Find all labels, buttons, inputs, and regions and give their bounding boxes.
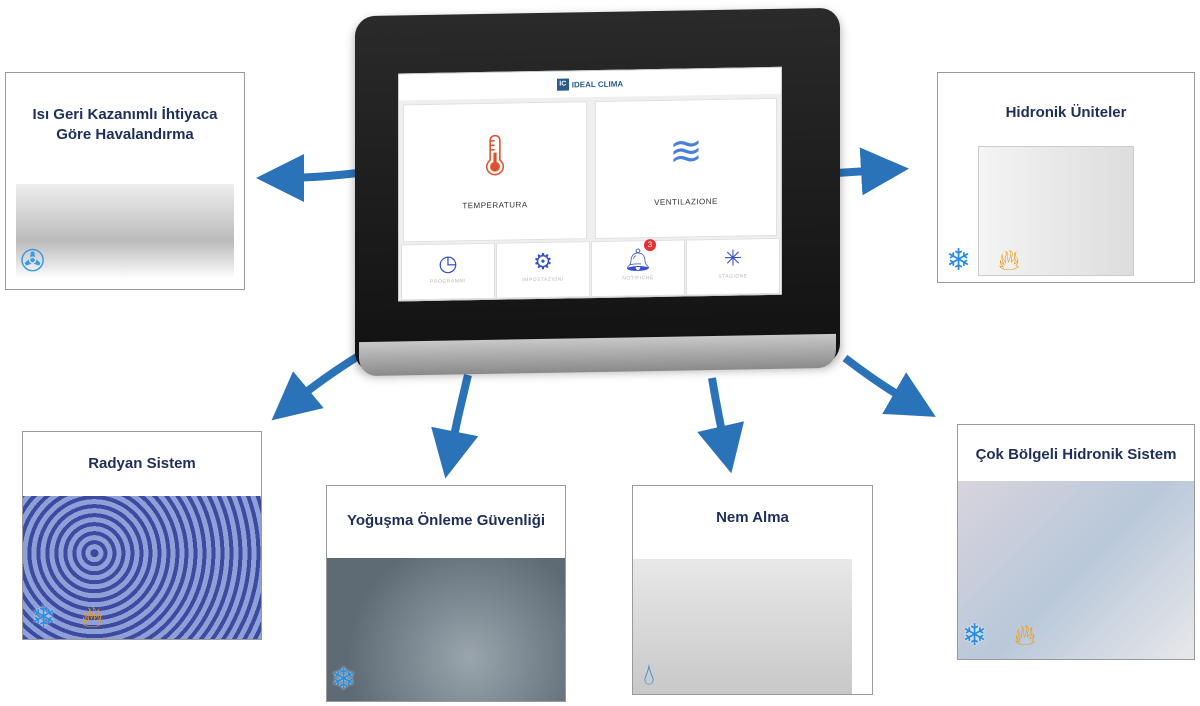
fan-coil-image <box>978 146 1134 276</box>
wind-icon: ≋ <box>669 129 703 174</box>
card-title: Yoğuşma Önleme Güvenliği <box>346 512 546 529</box>
arrow-down-center-right <box>697 377 745 474</box>
multizone-system-image <box>958 481 1194 659</box>
tile-label: PROGRAMMI <box>430 278 466 285</box>
water-drop-icon: 💧︎ <box>643 658 655 691</box>
card-radiant: Radyan Sistem ❄ 🔥︎ <box>22 431 262 640</box>
snowflake-icon: ❄ <box>31 601 57 634</box>
flame-icon: 🔥︎ <box>81 601 104 634</box>
card-title: Radyan Sistem <box>88 455 196 472</box>
tile-programmi[interactable]: ◷ PROGRAMMI <box>401 242 495 301</box>
tile-ventilazione[interactable]: ≋ VENTILAZIONE <box>595 97 777 240</box>
thermometer-icon: 🌡 <box>469 133 521 179</box>
card-dehumidification: Nem Alma 💧︎ <box>632 485 873 695</box>
ventilation-unit-image <box>16 184 234 279</box>
bell-icon: 🔔︎ <box>624 247 652 273</box>
flame-icon: 🔥︎ <box>998 244 1021 277</box>
floor-heating-image <box>23 496 261 639</box>
tile-label: STAGIONE <box>718 273 748 280</box>
card-title: Isı Geri Kazanımlı İhtiyaca Göre Havalan… <box>32 106 218 143</box>
arrow-left <box>256 153 366 202</box>
flame-icon: 🔥︎ <box>1014 619 1037 652</box>
card-multizone: Çok Bölgeli Hidronik Sistem ❄ 🔥︎ <box>957 424 1195 660</box>
arrow-down-left <box>271 351 363 421</box>
fan-icon: ✇ <box>20 245 46 278</box>
tile-label: IMPOSTAZIONI <box>522 276 564 284</box>
arrow-down-right <box>842 354 936 417</box>
tile-temperatura[interactable]: 🌡 TEMPERATURA <box>403 101 587 243</box>
snowflake-icon: ✳ <box>723 245 743 271</box>
tile-label: NOTIFICHE <box>622 275 654 282</box>
gear-icon: ⚙ <box>533 248 553 275</box>
tile-stagione[interactable]: ✳ STAGIONE <box>686 237 780 296</box>
snowflake-icon: ❄ <box>946 244 972 277</box>
water-droplets-image <box>327 558 565 701</box>
card-condensation: Yoğuşma Önleme Güvenliği ❄ <box>326 485 566 702</box>
tile-label: TEMPERATURA <box>462 200 528 211</box>
clock-icon: ◷ <box>438 250 458 276</box>
snowflake-icon: ❄ <box>331 663 357 696</box>
tile-impostazioni[interactable]: ⚙IMPOSTAZIONI <box>496 241 590 299</box>
card-title: Nem Alma <box>716 509 789 526</box>
logo-text: IDEAL CLIMA <box>571 79 624 89</box>
dehumidifier-image <box>633 559 852 694</box>
card-heat-recovery: Isı Geri Kazanımlı İhtiyaca Göre Havalan… <box>5 72 245 290</box>
tile-label: VENTILAZIONE <box>654 196 718 208</box>
card-title: Hidronik Üniteler <box>1005 104 1127 121</box>
arrow-down-center-left <box>431 374 479 479</box>
snowflake-icon: ❄ <box>962 619 988 652</box>
card-title: Çok Bölgeli Hidronik Sistem <box>975 446 1177 463</box>
card-hydronic-units: Hidronik Üniteler ❄ 🔥︎ <box>937 72 1195 283</box>
